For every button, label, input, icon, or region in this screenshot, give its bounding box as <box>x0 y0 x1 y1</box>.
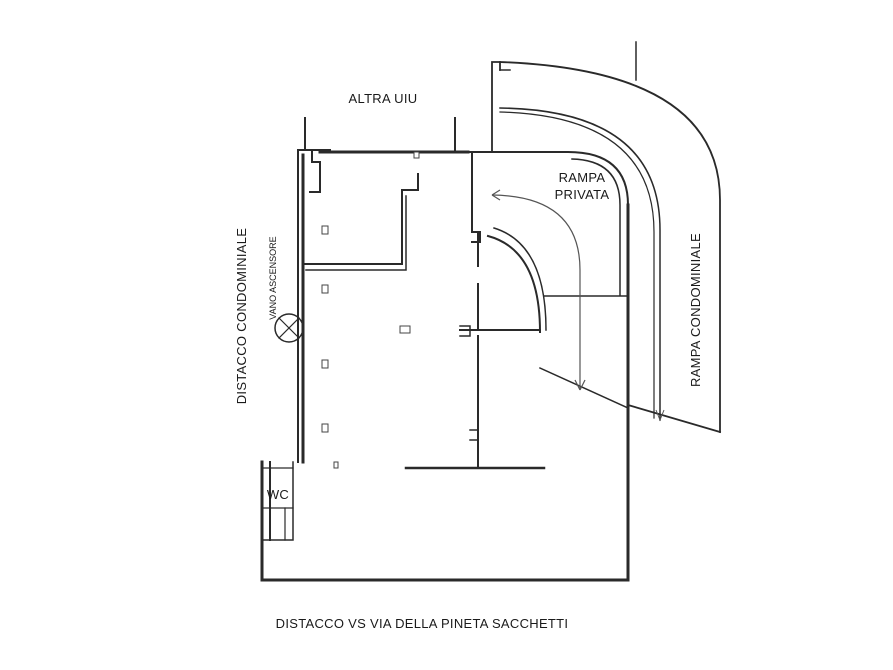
elevator-shaft <box>274 313 304 343</box>
pillars <box>321 151 420 469</box>
wc-block <box>261 461 294 541</box>
label-rampa-privata-line2: PRIVATA <box>555 187 610 202</box>
label-wc: WC <box>267 487 289 502</box>
outer-walls <box>260 117 630 582</box>
label-altra-uiu: ALTRA UIU <box>349 91 418 106</box>
label-rampa-privata-line1: RAMPA <box>559 170 606 185</box>
label-rampa-condominiale: RAMPA CONDOMINIALE <box>688 233 703 387</box>
label-vano-ascensore: VANO ASCENSORE <box>268 236 278 319</box>
label-distacco-via: DISTACCO VS VIA DELLA PINETA SACCHETTI <box>276 616 569 631</box>
private-ramp-path <box>491 189 586 391</box>
condominial-ramp <box>491 41 722 434</box>
label-distacco-condominiale: DISTACCO CONDOMINIALE <box>234 228 249 405</box>
interior-walls <box>302 151 629 470</box>
